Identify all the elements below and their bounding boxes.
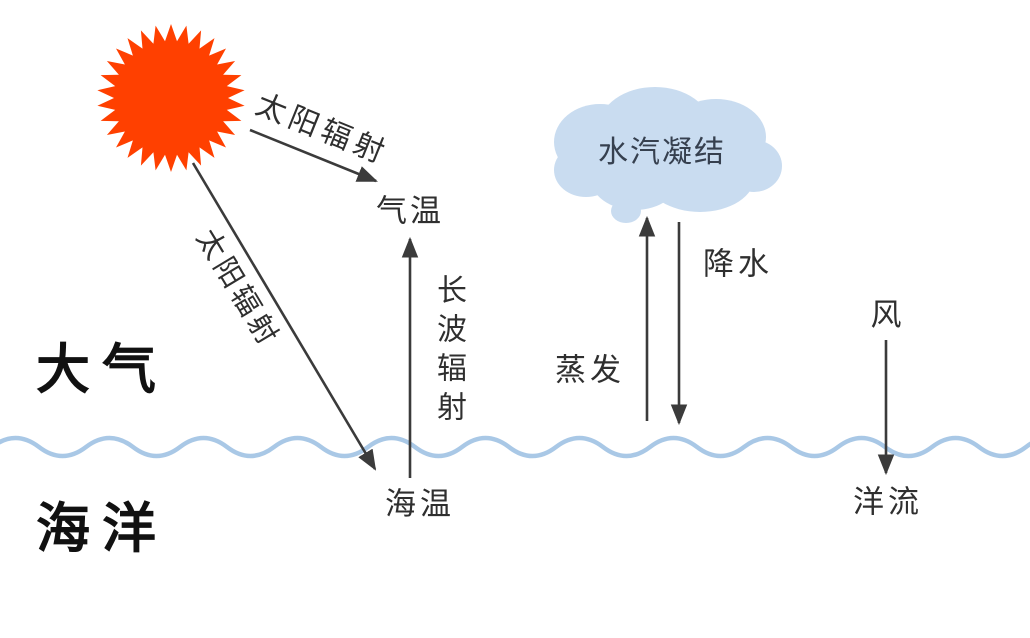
- sun-icon: [97, 24, 245, 172]
- solar-radiation-arrow-lower: [191, 162, 377, 471]
- evaporation-label: 蒸发: [555, 352, 625, 388]
- water-vapor-condensation-label: 水汽凝结: [598, 136, 726, 169]
- air-temperature-label: 气温: [376, 193, 444, 229]
- sea-temperature-label: 海温: [385, 486, 455, 522]
- wind-label: 风: [870, 297, 902, 333]
- ocean-region-label: 海洋: [36, 499, 168, 559]
- ocean-current-label: 洋流: [853, 484, 923, 520]
- cloud-icon: [554, 87, 782, 223]
- longwave-radiation-label: 长波辐射: [432, 274, 465, 430]
- precipitation-label: 降水: [703, 246, 773, 282]
- atmosphere-region-label: 大气: [36, 340, 168, 400]
- sea-surface-wave-line: [0, 435, 1030, 459]
- solar-radiation-arrow-upper: [249, 128, 378, 183]
